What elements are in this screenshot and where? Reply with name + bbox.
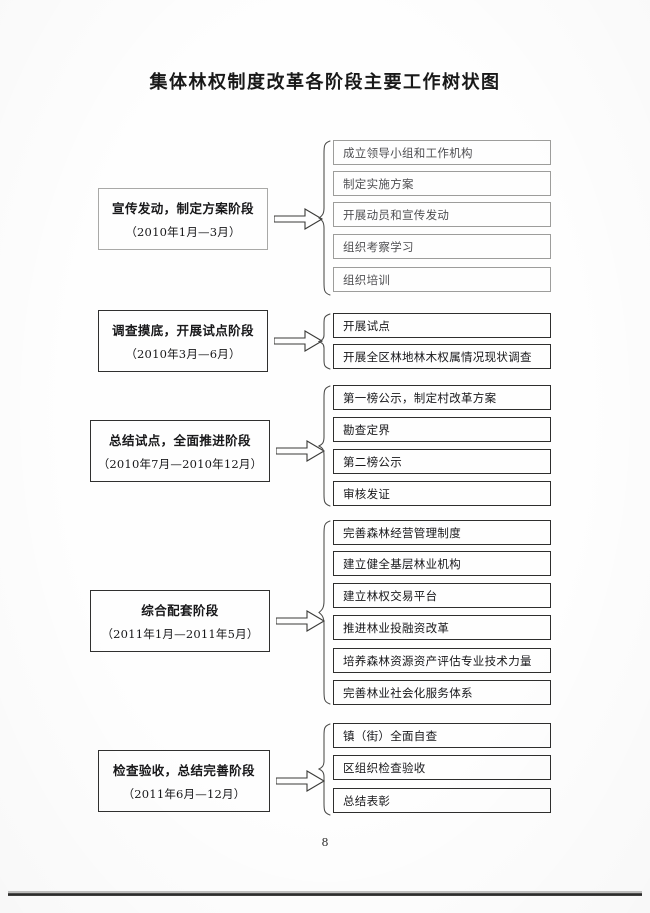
- right-arrow-icon: [276, 438, 326, 464]
- stage-box-2: 调查摸底，开展试点阶段 （2010年3月—6月）: [98, 310, 268, 372]
- curly-brace-icon: [318, 313, 332, 370]
- stage-title-2: 调查摸底，开展试点阶段: [112, 323, 254, 338]
- scan-edge-line: [8, 893, 642, 896]
- task-item: 推进林业投融资改革: [333, 615, 551, 640]
- curly-brace-icon: [318, 520, 332, 705]
- stage-period-1: （2010年1月—3月）: [125, 225, 241, 239]
- scan-edge-shadow: [8, 891, 642, 893]
- right-arrow-icon: [274, 328, 324, 354]
- page-title: 集体林权制度改革各阶段主要工作树状图: [149, 72, 501, 93]
- task-item: 勘查定界: [333, 417, 551, 442]
- right-arrow-icon: [274, 206, 324, 232]
- task-item: 镇（街）全面自查: [333, 723, 551, 748]
- curly-brace-icon: [318, 723, 332, 816]
- task-item: 开展动员和宣传发动: [333, 202, 551, 227]
- stage-box-3: 总结试点，全面推进阶段 （2010年7月—2010年12月）: [90, 420, 270, 482]
- task-item: 培养森林资源资产评估专业技术力量: [333, 648, 551, 673]
- task-item: 完善林业社会化服务体系: [333, 680, 551, 705]
- task-item: 第一榜公示，制定村改革方案: [333, 385, 551, 410]
- task-item: 成立领导小组和工作机构: [333, 140, 551, 165]
- curly-brace-icon: [318, 385, 332, 507]
- curly-brace-icon: [318, 140, 332, 296]
- stage-period-5: （2011年6月—12月）: [122, 787, 246, 801]
- right-arrow-icon: [276, 768, 326, 794]
- task-item: 总结表彰: [333, 788, 551, 813]
- stage-title-4: 综合配套阶段: [141, 603, 219, 618]
- task-item: 制定实施方案: [333, 171, 551, 196]
- task-item: 建立林权交易平台: [333, 583, 551, 608]
- stage-title-3: 总结试点，全面推进阶段: [109, 433, 251, 448]
- task-item: 组织考察学习: [333, 234, 551, 259]
- task-item: 审核发证: [333, 481, 551, 506]
- task-item: 第二榜公示: [333, 449, 551, 474]
- right-arrow-icon: [276, 608, 326, 634]
- stage-title-1: 宣传发动，制定方案阶段: [112, 201, 254, 216]
- stage-title-5: 检查验收，总结完善阶段: [113, 763, 255, 778]
- stage-box-4: 综合配套阶段 （2011年1月—2011年5月）: [90, 590, 270, 652]
- stage-period-2: （2010年3月—6月）: [125, 347, 241, 361]
- stage-box-1: 宣传发动，制定方案阶段 （2010年1月—3月）: [98, 188, 268, 250]
- task-item: 开展全区林地林木权属情况现状调查: [333, 344, 551, 369]
- task-item: 区组织检查验收: [333, 755, 551, 780]
- task-item: 组织培训: [333, 267, 551, 292]
- task-item: 开展试点: [333, 313, 551, 338]
- stage-period-3: （2010年7月—2010年12月）: [97, 457, 263, 471]
- task-item: 建立健全基层林业机构: [333, 551, 551, 576]
- stage-box-5: 检查验收，总结完善阶段 （2011年6月—12月）: [98, 750, 270, 812]
- task-item: 完善森林经营管理制度: [333, 520, 551, 545]
- stage-period-4: （2011年1月—2011年5月）: [101, 627, 259, 641]
- page-number: 8: [321, 836, 329, 849]
